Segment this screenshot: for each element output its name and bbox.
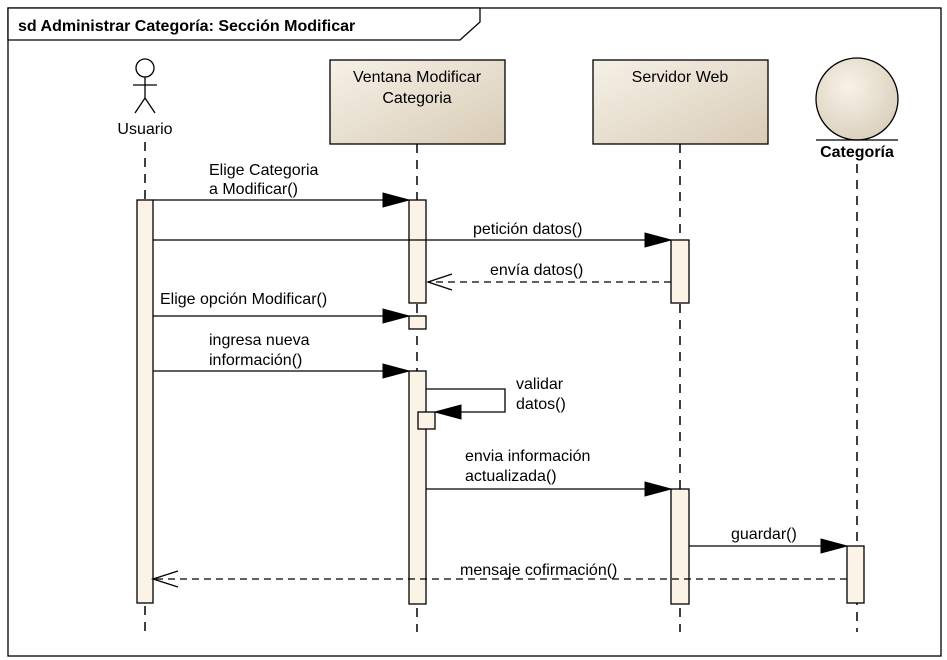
message-label: petición datos() xyxy=(473,221,582,238)
participant-categoria: Categoría xyxy=(815,57,899,161)
message-elige-categoria: Elige Categoria a Modificar() xyxy=(153,162,411,208)
arrowhead-icon xyxy=(644,232,673,248)
participant-servidor: Servidor Web xyxy=(592,59,769,145)
message-label-line1: Elige Categoria xyxy=(209,162,319,179)
participant-servidor-label: Servidor Web xyxy=(632,69,729,86)
message-label-line1: validar xyxy=(516,376,564,393)
message-label: Elige opción Modificar() xyxy=(160,291,327,308)
message-envia-informacion: envia información actualizada() xyxy=(426,448,673,497)
message-label: envía datos() xyxy=(490,262,583,279)
participant-ventana: Ventana Modificar Categoria xyxy=(329,59,506,145)
frame-title-tab xyxy=(7,7,481,41)
arrowhead-icon xyxy=(382,308,411,324)
message-label-line2: datos() xyxy=(516,396,566,413)
arrowhead-icon xyxy=(820,538,849,554)
stick-figure-actor-icon xyxy=(133,58,157,114)
activation-usuario xyxy=(136,199,154,604)
entity-label: Categoría xyxy=(820,144,894,161)
message-envia-datos: envía datos() xyxy=(425,262,671,291)
message-peticion-datos: petición datos() xyxy=(153,221,673,248)
arrowhead-icon xyxy=(382,363,411,379)
participant-ventana-line2: Categoria xyxy=(382,90,451,107)
activation-ventana-1 xyxy=(408,199,427,304)
open-arrowhead-icon xyxy=(425,273,453,291)
participant-ventana-line1: Ventana Modificar xyxy=(353,69,482,86)
activation-servidor-1 xyxy=(670,239,690,304)
activation-ventana-2 xyxy=(408,315,427,330)
message-label: mensaje cofirmación() xyxy=(460,562,617,579)
message-elige-opcion: Elige opción Modificar() xyxy=(153,291,411,324)
activation-ventana-3 xyxy=(408,370,427,605)
arrowhead-icon xyxy=(433,404,462,420)
message-label-line1: envia información xyxy=(465,448,590,465)
arrowhead-icon xyxy=(644,481,673,497)
message-validar-datos: validar datos() xyxy=(426,376,566,420)
open-arrowhead-icon xyxy=(150,570,179,588)
participant-box-servidor xyxy=(592,59,769,145)
message-mensaje-confirmacion: mensaje cofirmación() xyxy=(150,562,847,588)
message-label-line2: información() xyxy=(209,352,302,369)
message-guardar: guardar() xyxy=(689,526,849,554)
arrowhead-icon xyxy=(382,192,411,208)
message-ingresa-informacion: ingresa nueva información() xyxy=(153,332,411,379)
entity-circle-icon xyxy=(815,57,899,141)
message-label-line2: a Modificar() xyxy=(209,181,298,198)
actor-usuario: Usuario xyxy=(117,58,173,138)
message-label-line1: ingresa nueva xyxy=(209,332,310,349)
activation-ventana-self xyxy=(417,411,436,430)
activation-servidor-2 xyxy=(670,488,690,605)
message-label: guardar() xyxy=(731,526,797,543)
message-label-line2: actualizada() xyxy=(465,468,557,485)
activation-categoria xyxy=(846,545,865,604)
diagram-title: sd Administrar Categoría: Sección Modifi… xyxy=(18,18,355,35)
actor-label: Usuario xyxy=(117,121,172,138)
